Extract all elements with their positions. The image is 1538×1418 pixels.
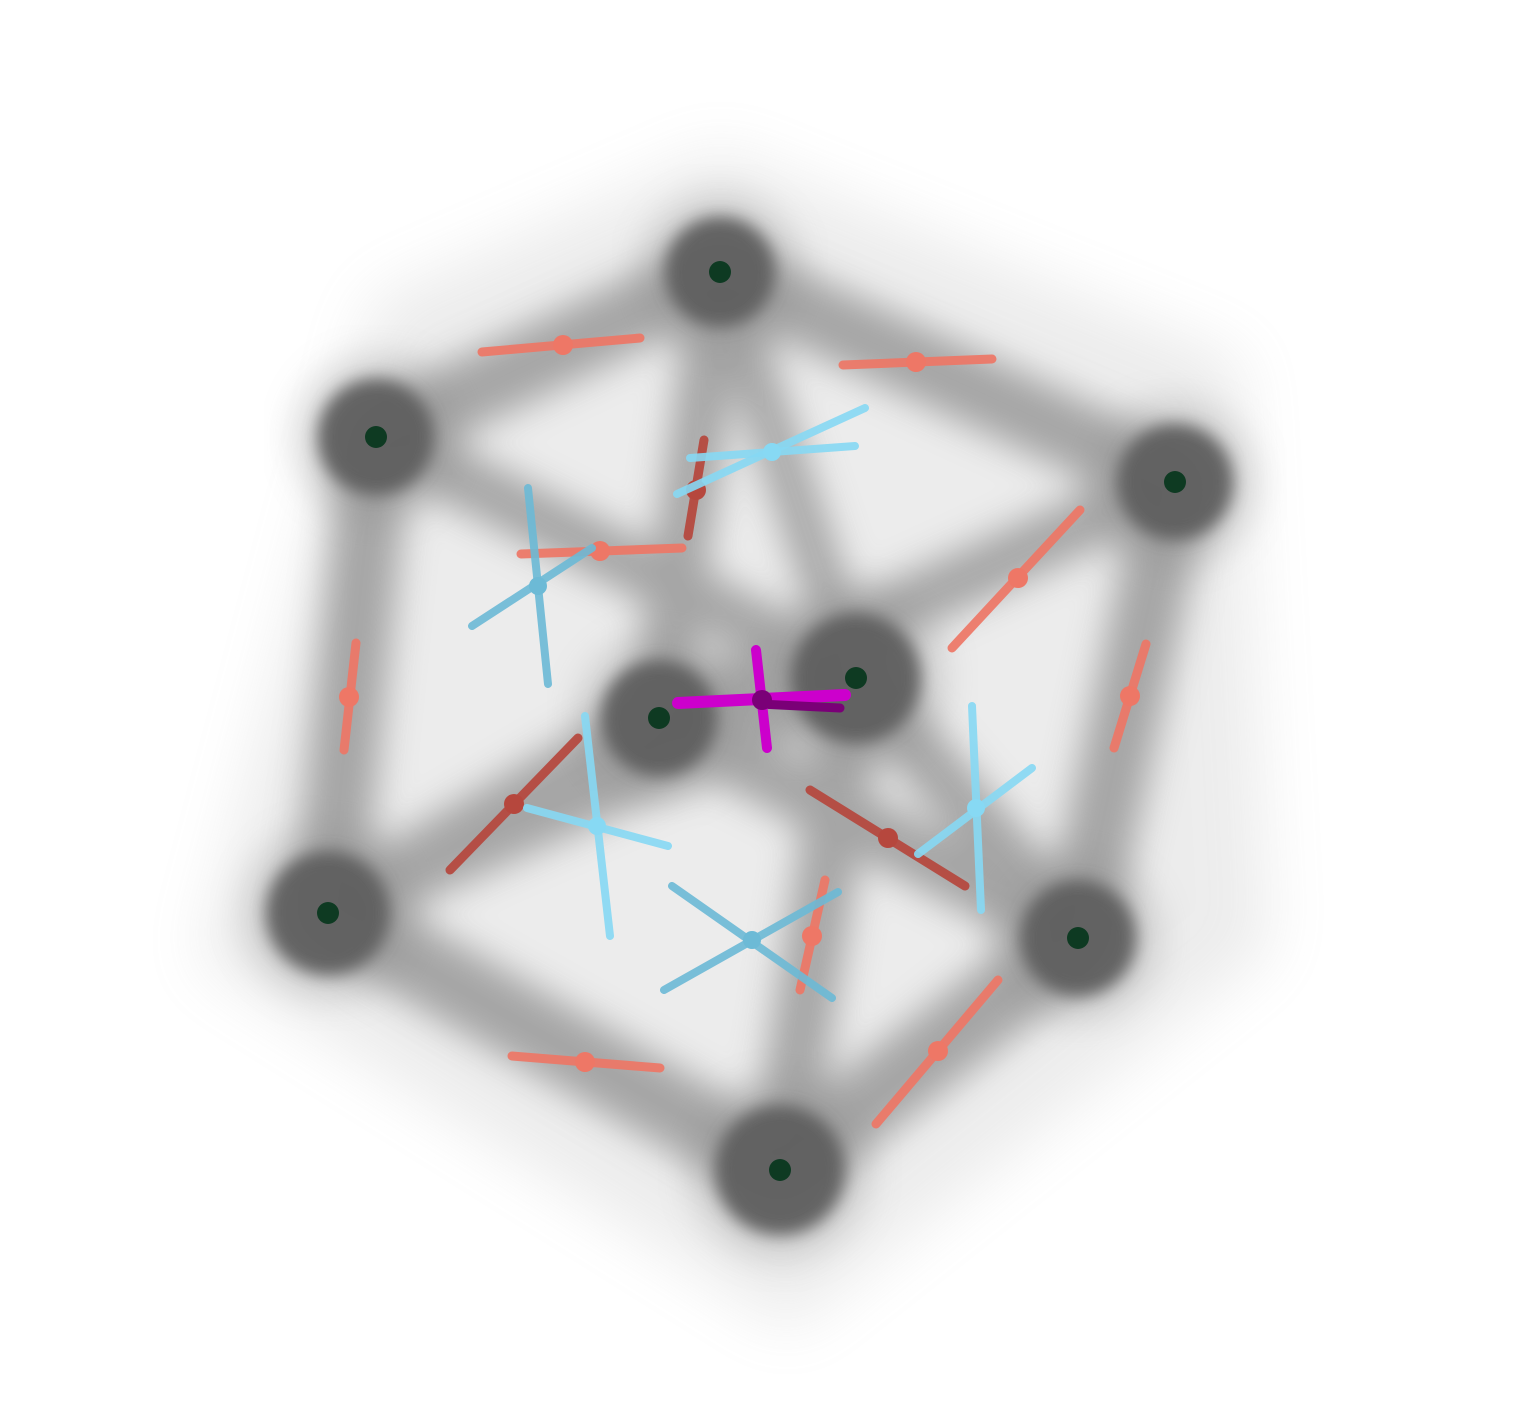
edge-dipole — [1109, 639, 1151, 753]
dipole-center — [504, 794, 524, 814]
face-cross-center — [967, 799, 985, 817]
dipole-center — [928, 1041, 948, 1061]
edge-dipole — [445, 733, 583, 875]
dipole-center — [1120, 686, 1140, 706]
vertex-dot — [709, 261, 731, 283]
edge-dipole — [838, 352, 997, 372]
face-cross-center — [763, 443, 781, 461]
face-cross-center — [743, 931, 761, 949]
vertex-dot — [648, 707, 670, 729]
face-cross — [673, 404, 869, 498]
dipole-center — [553, 335, 573, 355]
center-cross-bar — [755, 699, 845, 713]
center-marker — [672, 645, 851, 753]
lattice-vertex — [579, 638, 739, 798]
lattice-vertices — [244, 195, 1255, 1257]
dipole-center — [802, 926, 822, 946]
edge-dipole — [947, 505, 1085, 653]
vertex-dot — [769, 1159, 791, 1181]
lattice-vertex — [998, 858, 1158, 1018]
dipole-center — [906, 352, 926, 372]
face-cross — [914, 702, 1036, 914]
edge-dipole — [871, 975, 1003, 1129]
lattice-vertex — [693, 1083, 867, 1257]
vertex-dot — [1164, 471, 1186, 493]
dipole-center — [339, 687, 359, 707]
dipole-center — [878, 828, 898, 848]
lattice-edge — [685, 237, 1210, 517]
face-markers — [468, 404, 1036, 1002]
lattice-vertex — [296, 357, 456, 517]
vertex-dot — [317, 902, 339, 924]
center-cross-hub — [752, 690, 772, 710]
face-cross — [523, 712, 672, 940]
face-cross — [660, 882, 842, 1002]
face-cross — [468, 484, 596, 688]
dipole-center — [575, 1052, 595, 1072]
lattice-vertex — [643, 195, 797, 349]
edge-markers — [339, 333, 1151, 1129]
vertex-dot — [365, 426, 387, 448]
lattice-vertex — [1095, 402, 1255, 562]
edge-dipole — [339, 638, 361, 755]
dipole-center — [1008, 568, 1028, 588]
edge-dipole — [477, 333, 645, 357]
lattice-vertex — [769, 591, 943, 765]
vertex-dot — [845, 667, 867, 689]
center-cross — [672, 645, 851, 753]
face-cross-center — [529, 577, 547, 595]
vertex-dot — [1067, 927, 1089, 949]
face-cross-center — [588, 817, 606, 835]
edge-dipole — [805, 785, 970, 891]
edge-dipole — [507, 1051, 665, 1073]
lattice-vertex — [244, 829, 412, 997]
